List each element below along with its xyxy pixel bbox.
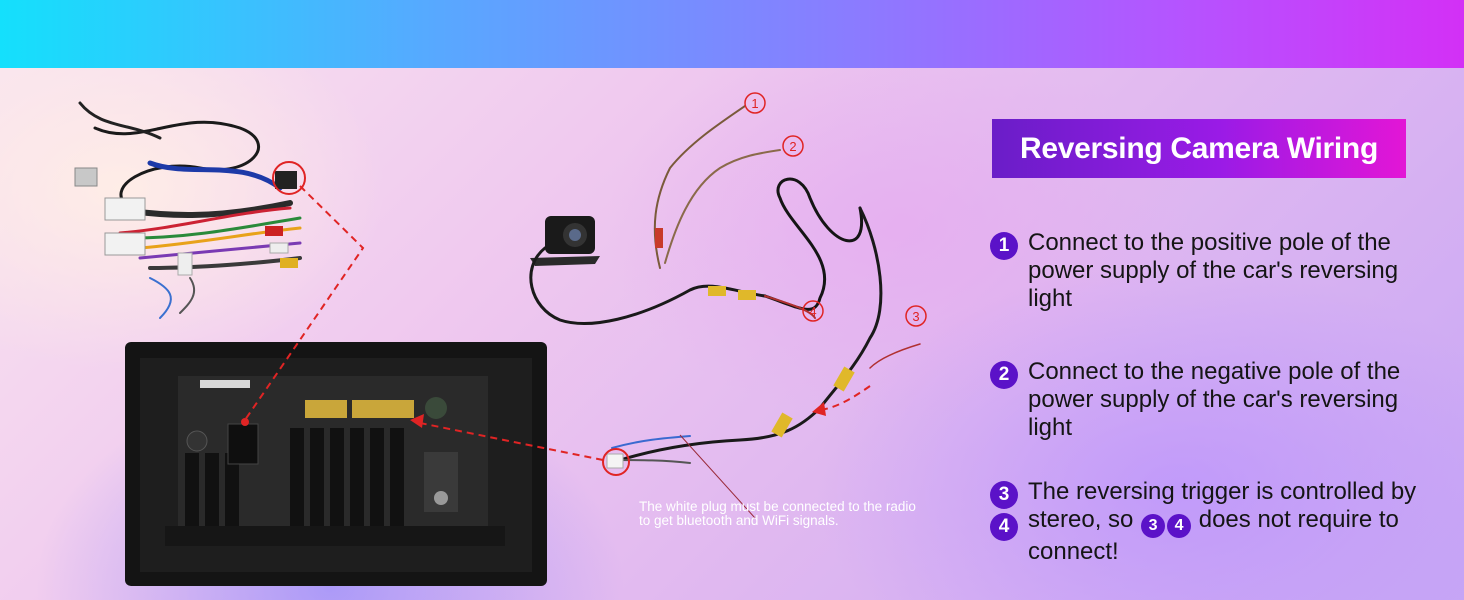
arrow-to-rca — [812, 402, 826, 416]
step-number-badge: 1 — [990, 232, 1018, 260]
white-plug-note: The white plug must be connected to the … — [639, 499, 916, 528]
step-1: 1 Connect to the positive pole of the po… — [990, 229, 1450, 313]
inline-badge-4: 4 — [1167, 514, 1192, 538]
step-text: Connect to the positive pole of the powe… — [1028, 229, 1399, 312]
callout-4: 4 — [802, 300, 824, 322]
step-3-4: 3 4 The reversing trigger is controlled … — [990, 478, 1450, 566]
step-text: The reversing trigger is controlled by s… — [1028, 478, 1438, 566]
step-text: Connect to the negative pole of the powe… — [1028, 358, 1401, 441]
svg-text:1: 1 — [751, 96, 758, 111]
callout-ring-harness — [272, 161, 306, 195]
callout-2: 2 — [782, 135, 804, 157]
callout-ring-plug — [602, 448, 630, 476]
step-text-before: The reversing trigger is controlled by s… — [1028, 478, 1417, 533]
step-text-after: does not require to connect! — [1028, 506, 1399, 565]
step-2: 2 Connect to the negative pole of the po… — [990, 358, 1450, 442]
step-number-badge: 2 — [990, 361, 1018, 389]
harness-connectors — [74, 167, 298, 276]
arrow-to-radio — [410, 414, 424, 428]
harness-port-dot — [241, 418, 249, 426]
inline-badge-3: 3 — [1141, 514, 1166, 538]
callout-3: 3 — [905, 305, 927, 327]
wiring-illustration: 1 2 3 4 — [74, 92, 927, 586]
svg-text:4: 4 — [809, 304, 816, 319]
step-number-badge: 3 — [990, 481, 1018, 509]
head-unit-rear — [125, 342, 547, 586]
page-title: Reversing Camera Wiring — [1020, 131, 1378, 165]
reverse-camera — [530, 216, 600, 266]
callout-1: 1 — [744, 92, 766, 114]
step-number-badge: 4 — [990, 513, 1018, 541]
top-gradient-bar — [0, 0, 1464, 68]
title-banner: Reversing Camera Wiring — [992, 119, 1406, 178]
svg-text:2: 2 — [789, 139, 796, 154]
rca-connectors — [606, 228, 855, 469]
svg-text:3: 3 — [912, 309, 919, 324]
camera-cables — [529, 105, 921, 464]
